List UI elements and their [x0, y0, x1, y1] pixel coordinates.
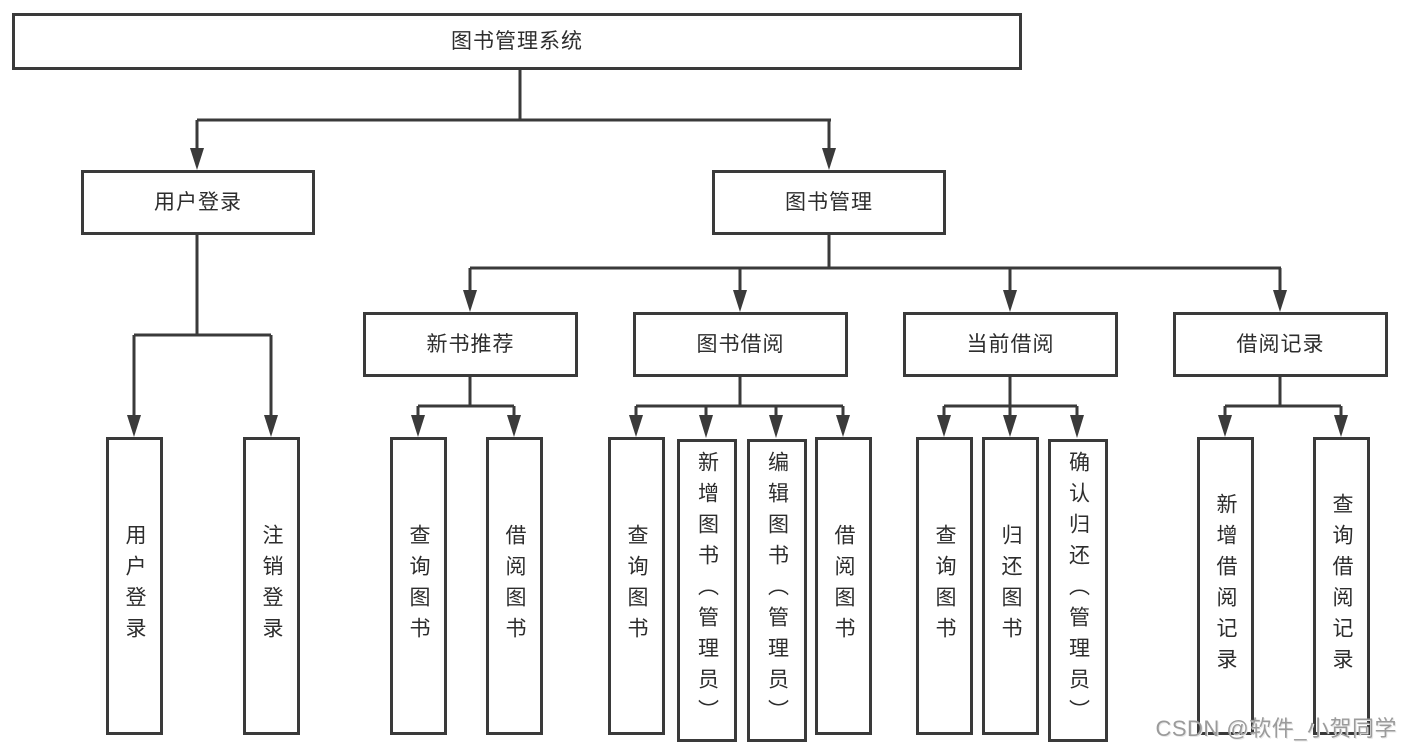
connector-book-management	[463, 235, 1287, 312]
node-leaf-query-borrow-record: 查询借阅记录	[1313, 437, 1370, 735]
connector-current-borrowing	[937, 377, 1084, 438]
node-borrowing-records: 借阅记录	[1173, 312, 1388, 377]
node-root-system: 图书管理系统	[12, 13, 1022, 70]
node-leaf-borrow-books-borrowing: 借阅图书	[815, 437, 872, 735]
connector-root	[190, 68, 836, 170]
node-new-book-recommend: 新书推荐	[363, 312, 578, 377]
node-book-borrowing: 图书借阅	[633, 312, 848, 377]
connector-book-borrowing	[629, 377, 850, 438]
node-user-login: 用户登录	[81, 170, 315, 235]
node-leaf-add-book-admin: 新增图书（管理员）	[677, 439, 737, 742]
node-leaf-add-borrow-record: 新增借阅记录	[1197, 437, 1254, 735]
node-leaf-query-books-recommend: 查询图书	[390, 437, 447, 735]
csdn-watermark: CSDN @软件_小贺同学	[1155, 716, 1397, 741]
node-leaf-confirm-return-admin: 确认归还（管理员）	[1048, 439, 1108, 742]
node-leaf-logout: 注销登录	[243, 437, 300, 735]
node-leaf-edit-book-admin: 编辑图书（管理员）	[747, 439, 807, 742]
node-leaf-query-books-borrowing: 查询图书	[608, 437, 665, 735]
connector-user-login	[127, 235, 278, 437]
node-leaf-borrow-books-recommend: 借阅图书	[486, 437, 543, 735]
connector-new-book-recommend	[411, 377, 521, 437]
node-book-management: 图书管理	[712, 170, 946, 235]
node-leaf-query-books-current: 查询图书	[916, 437, 973, 735]
node-current-borrowing: 当前借阅	[903, 312, 1118, 377]
connector-borrowing-records	[1218, 377, 1348, 437]
node-leaf-login: 用户登录	[106, 437, 163, 735]
node-leaf-return-book: 归还图书	[982, 437, 1039, 735]
